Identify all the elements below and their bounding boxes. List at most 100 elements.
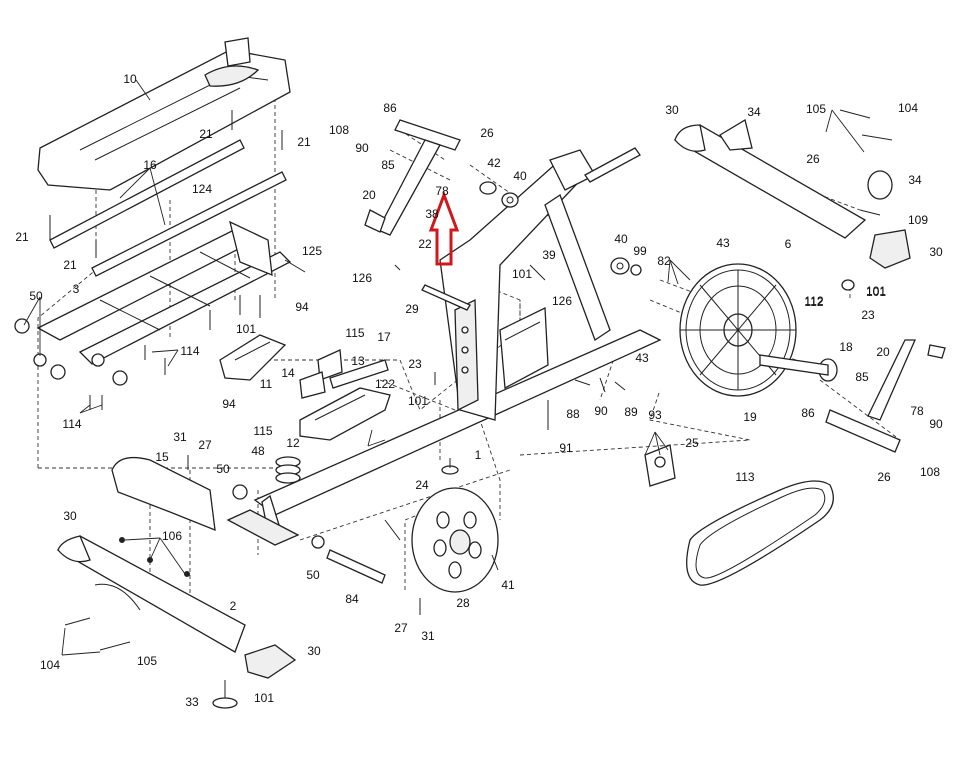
callout-28: 28 <box>456 596 470 610</box>
callout-94: 94 <box>222 397 236 411</box>
callout-101: 101 <box>512 267 532 281</box>
callout-125: 125 <box>302 244 322 258</box>
top-shroud-part-10 <box>37 37 291 191</box>
callout-26: 26 <box>480 126 494 140</box>
callout-88: 88 <box>566 407 580 421</box>
callout-16: 16 <box>143 158 157 172</box>
callout-25: 25 <box>685 436 699 450</box>
callout-6: 6 <box>785 237 792 251</box>
callout-13: 13 <box>351 354 365 368</box>
callout-23: 23 <box>408 357 422 371</box>
callout-11: 11 <box>260 377 273 391</box>
callout-126: 126 <box>352 271 372 285</box>
callout-29: 29 <box>405 302 419 316</box>
upper-arm-left-part-20 <box>364 119 461 236</box>
callout-101: 101 <box>866 285 886 299</box>
highlight-arrow <box>428 190 460 266</box>
callout-122: 122 <box>375 377 395 391</box>
callout-17: 17 <box>377 330 391 344</box>
upper-arm-right-part-20 <box>825 339 946 453</box>
callout-1: 1 <box>475 448 482 462</box>
leader-lines <box>23 79 865 656</box>
bearings-right <box>610 257 642 276</box>
shroud-part-15 <box>111 456 216 532</box>
callout-101: 101 <box>236 322 256 336</box>
pedal-arm-part-11 <box>219 334 287 381</box>
callout-105: 105 <box>137 654 157 668</box>
callout-90: 90 <box>929 417 943 431</box>
callout-34: 34 <box>908 173 922 187</box>
callout-43: 43 <box>635 351 649 365</box>
callout-43: 43 <box>716 236 730 250</box>
callout-3: 3 <box>73 282 80 296</box>
bolts-top-left <box>49 110 306 470</box>
callout-31: 31 <box>173 430 187 444</box>
callout-26: 26 <box>877 470 891 484</box>
callout-104: 104 <box>40 658 60 672</box>
callout-124: 124 <box>192 182 212 196</box>
axle-part-29 <box>421 284 471 311</box>
callout-112: 112 <box>804 294 823 308</box>
callout-78: 78 <box>910 404 924 418</box>
callout-31: 31 <box>421 629 435 643</box>
callout-20: 20 <box>362 188 376 202</box>
callout-39: 39 <box>542 248 556 262</box>
callout-19: 19 <box>743 410 757 424</box>
callout-85: 85 <box>855 370 869 384</box>
callout-50: 50 <box>306 568 320 582</box>
callout-78: 78 <box>435 184 449 198</box>
callout-90: 90 <box>355 141 369 155</box>
rear-stabilizer-part-6 <box>673 109 911 291</box>
bearings-left <box>479 181 519 208</box>
callout-106: 106 <box>162 529 182 543</box>
callout-38: 38 <box>425 207 439 221</box>
callout-40: 40 <box>513 169 527 183</box>
callout-2: 2 <box>230 599 237 613</box>
spring-part-48 <box>275 456 301 484</box>
shaft-part-84 <box>311 535 386 584</box>
upright-column <box>439 147 641 421</box>
callout-21: 21 <box>199 127 213 141</box>
callout-115: 115 <box>253 424 272 438</box>
callout-105: 105 <box>806 102 826 116</box>
callout-40: 40 <box>614 232 628 246</box>
callout-85: 85 <box>381 158 395 172</box>
carriage-frame-part-3 <box>14 220 292 386</box>
callout-48: 48 <box>251 444 265 458</box>
callout-109: 109 <box>908 213 928 227</box>
callout-41: 41 <box>501 578 515 592</box>
callout-126: 126 <box>552 294 572 308</box>
drive-belt-part-113 <box>686 480 834 586</box>
callout-89: 89 <box>624 405 638 419</box>
callout-24: 24 <box>415 478 429 492</box>
callout-101: 101 <box>866 284 886 298</box>
callout-104: 104 <box>898 101 918 115</box>
bracket-part-13 <box>299 349 389 399</box>
callout-86: 86 <box>801 406 815 420</box>
callout-99: 99 <box>633 244 647 258</box>
callout-33: 33 <box>185 695 199 709</box>
callout-30: 30 <box>307 644 321 658</box>
pedal-part-12 <box>299 387 391 441</box>
callout-10: 10 <box>123 72 137 86</box>
drive-pulley-part-19 <box>679 263 797 397</box>
callout-27: 27 <box>198 438 212 452</box>
callout-50: 50 <box>29 289 43 303</box>
callout-21: 21 <box>15 230 29 244</box>
flywheel-part-28 <box>411 487 499 593</box>
callout-91: 91 <box>559 441 573 455</box>
callout-20: 20 <box>876 345 890 359</box>
callout-94: 94 <box>295 300 309 314</box>
callout-112: 112 <box>804 295 823 309</box>
callout-30: 30 <box>665 103 679 117</box>
leveler-part-24 <box>441 458 459 475</box>
callout-30: 30 <box>63 509 77 523</box>
callout-86: 86 <box>383 101 397 115</box>
callout-34: 34 <box>747 105 761 119</box>
callout-113: 113 <box>735 470 754 484</box>
callout-114: 114 <box>62 417 81 431</box>
callout-108: 108 <box>329 123 349 137</box>
callout-21: 21 <box>63 258 77 272</box>
